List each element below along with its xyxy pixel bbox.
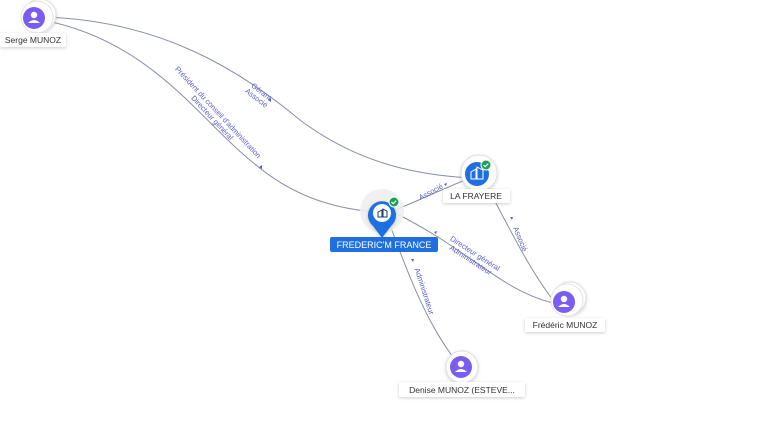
- edge-arrow: [434, 231, 437, 234]
- node-label: Denise MUNOZ (ESTEVE...: [409, 385, 515, 395]
- edge-arrow: [510, 217, 513, 220]
- building-icon: [377, 208, 388, 218]
- edge-frederic-frederic-m-france[interactable]: Directeur général Administrateur: [394, 212, 554, 304]
- node-frederic-munoz[interactable]: Frédéric MUNOZ: [525, 281, 605, 332]
- node-denise-munoz[interactable]: Denise MUNOZ (ESTEVE...: [399, 350, 525, 397]
- edge-arrow: [268, 98, 271, 102]
- verified-check-icon: [388, 196, 400, 208]
- edge-label-president-ca: Président du conseil d'administration: [173, 65, 263, 160]
- node-label: FREDERIC'M FRANCE: [337, 240, 432, 250]
- edge-serge-la-frayere[interactable]: Gérant Associé: [41, 16, 471, 179]
- edge-label-associe: Associé: [511, 225, 529, 253]
- verified-check-icon: [480, 159, 492, 171]
- node-frederic-m-france[interactable]: FREDERIC'M FRANCE: [330, 189, 438, 252]
- edge-arrow: [444, 183, 447, 186]
- node-label: LA FRAYERE: [450, 191, 502, 201]
- node-la-frayere[interactable]: LA FRAYERE: [443, 154, 510, 203]
- edge-label-associe: Associé: [417, 182, 444, 202]
- edge-arrow: [411, 259, 414, 262]
- edge-arrow: [259, 165, 262, 169]
- node-label: Frédéric MUNOZ: [533, 320, 598, 330]
- node-label: Serge MUNOZ: [5, 35, 61, 45]
- node-serge-munoz[interactable]: Serge MUNOZ: [0, 0, 66, 47]
- edge-serge-frederic-m-france[interactable]: Président du conseil d'administration Di…: [41, 19, 376, 213]
